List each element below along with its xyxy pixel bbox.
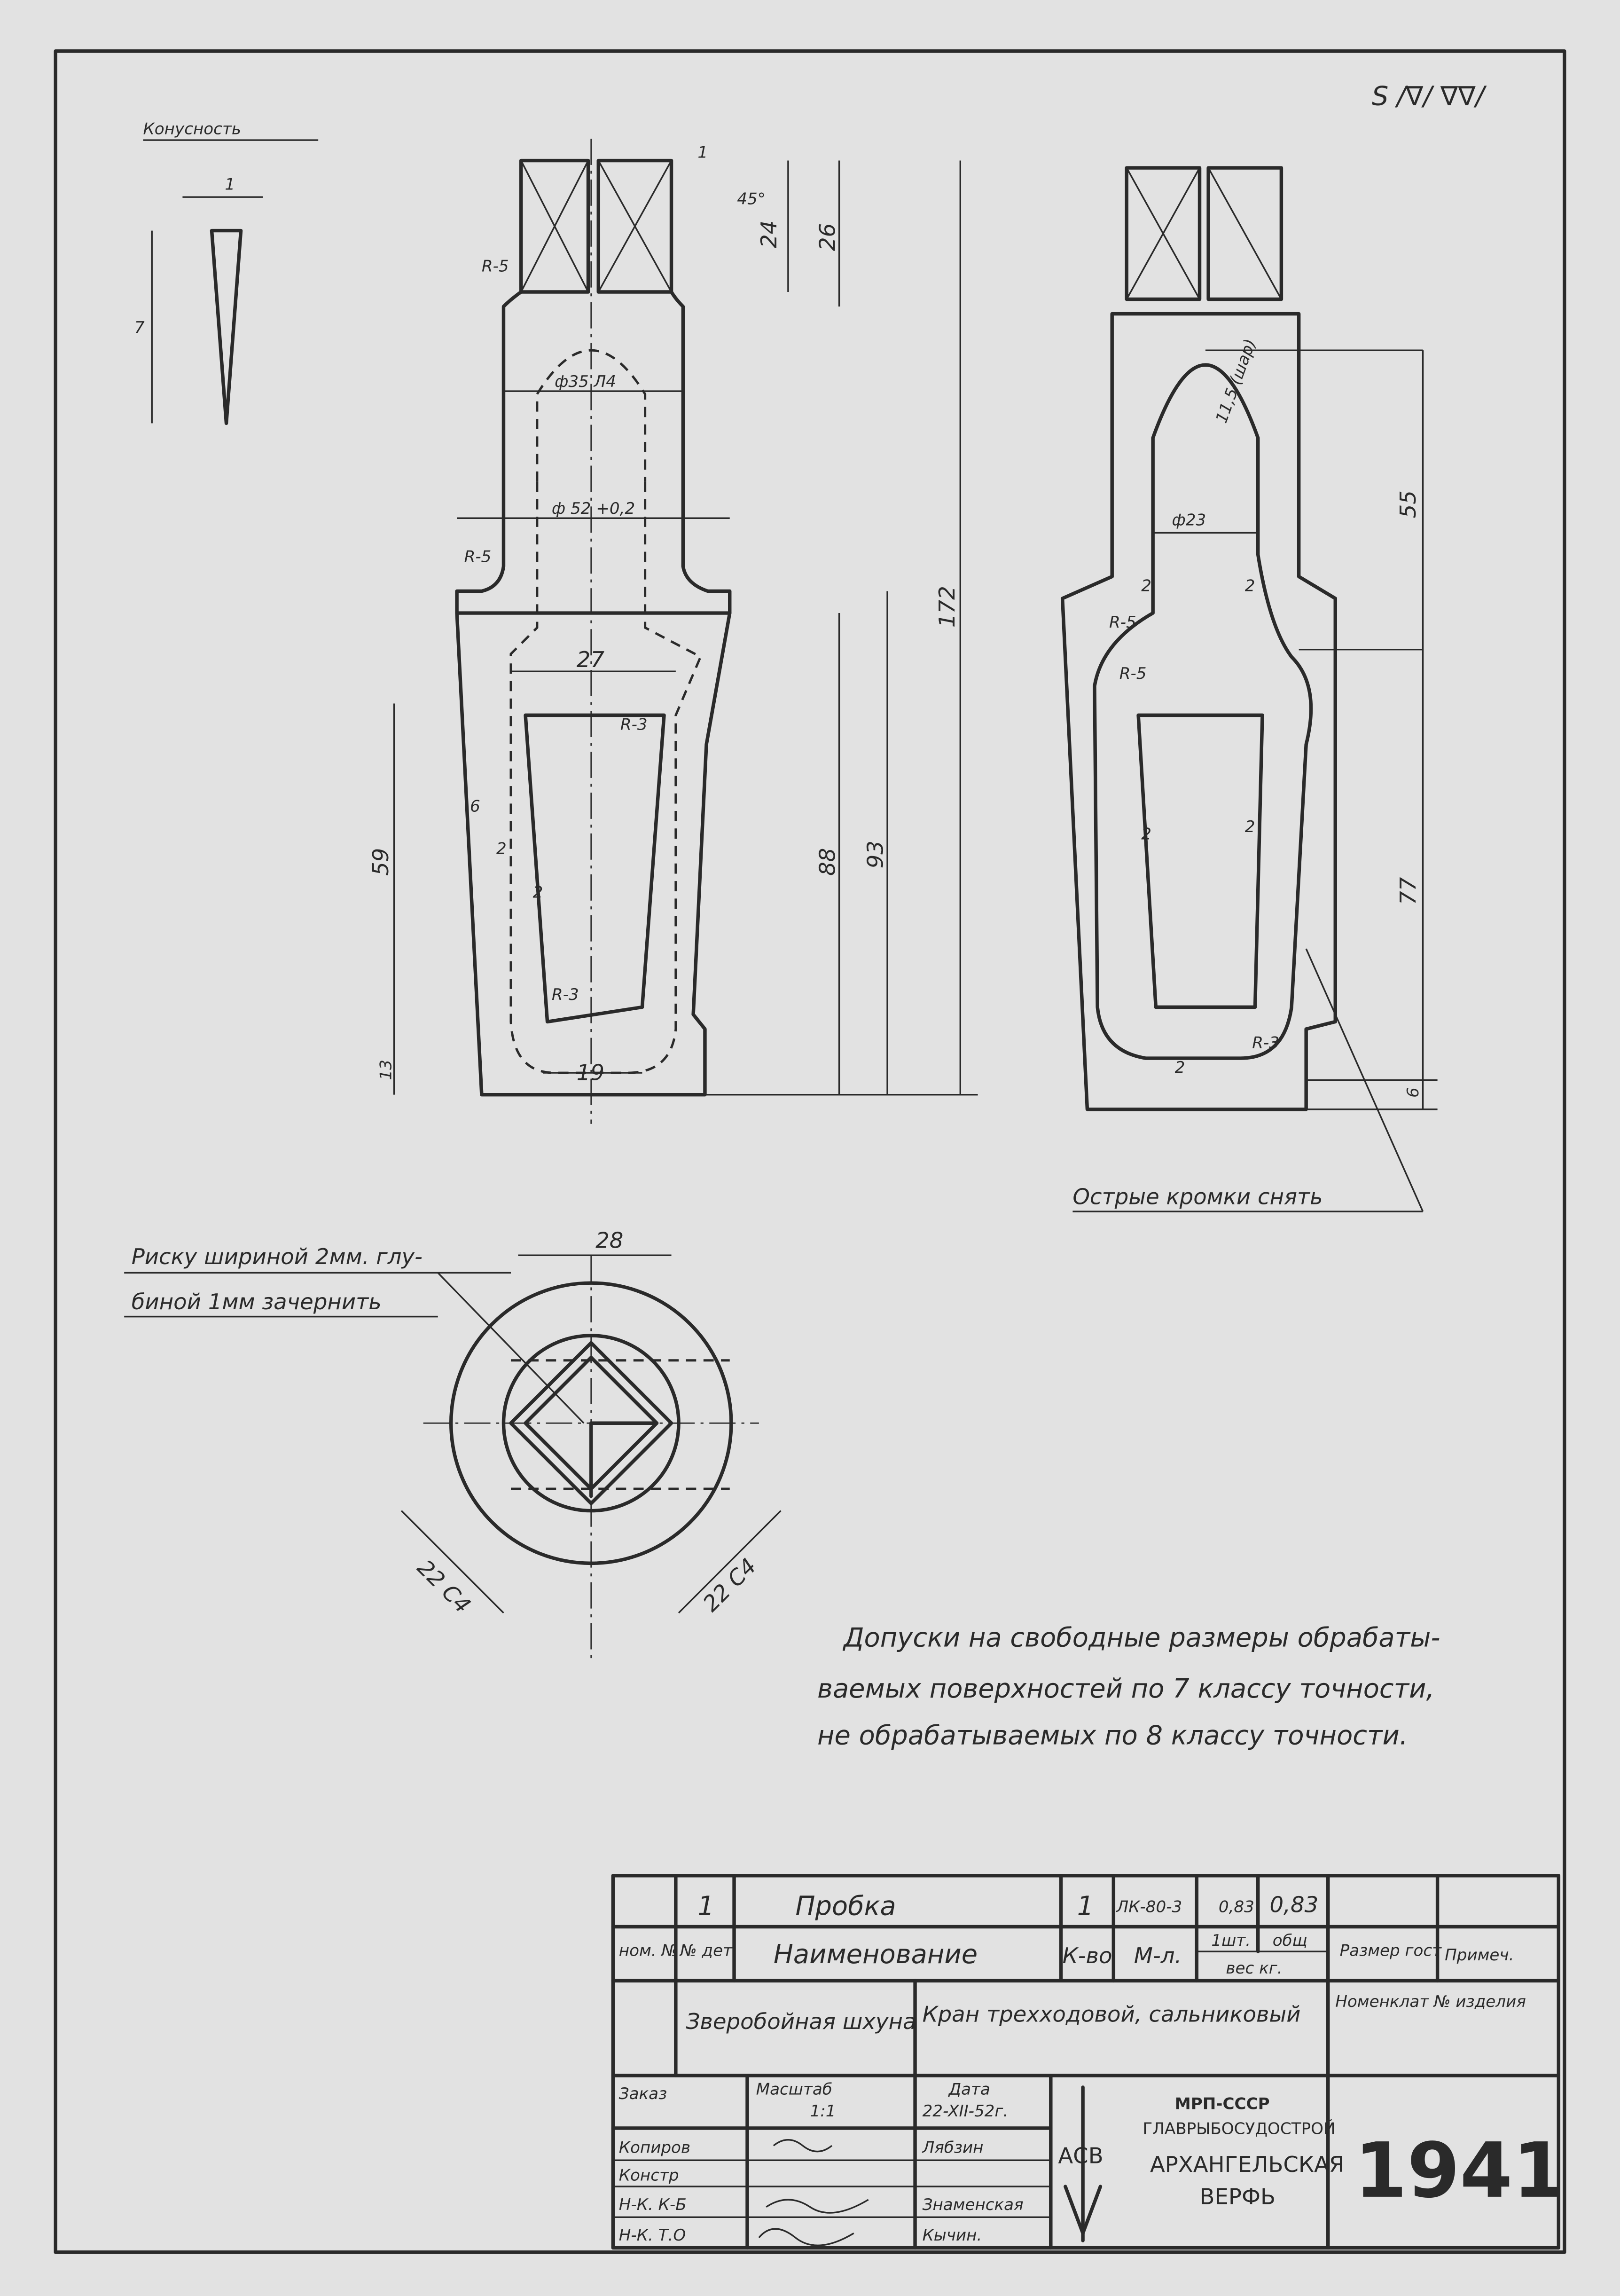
dim-wall-2d: 2 — [1245, 576, 1255, 595]
norm-control-kb-label: Н-К. К-Б — [619, 2195, 687, 2214]
dim-172: 172 — [934, 586, 960, 628]
dim-r3-c: R-3 — [1252, 1033, 1279, 1052]
dim-27: 27 — [577, 647, 605, 672]
dim-6: 6 — [470, 797, 480, 816]
front-view: 1 45° 24 26 172 ф35 Л4 ф 52 +0,2 R-5 R-5… — [368, 138, 978, 1124]
logo-letters: АСВ — [1058, 2143, 1103, 2168]
dim-d52: ф 52 +0,2 — [552, 499, 635, 518]
tolerance-line-2: ваемых поверхностей по 7 классу точности… — [817, 1674, 1434, 1704]
dim-28: 28 — [595, 1228, 623, 1253]
dim-r5-a: R-5 — [1109, 613, 1136, 632]
dim-wall-2b: 2 — [533, 883, 543, 902]
header-qty: К-во — [1063, 1943, 1112, 1968]
tolerance-line-3: не обрабатываемых по 8 классу точности. — [817, 1720, 1408, 1751]
dim-88: 88 — [814, 848, 840, 876]
part-name: Пробка — [795, 1891, 896, 1922]
order-label: Заказ — [619, 2084, 667, 2103]
section-view: 11,5 (шар) 55 ф23 2 2 R-5 R-5 2 2 77 6 R… — [1060, 166, 1438, 1212]
groove-note-line2: биной 1мм зачернить — [132, 1289, 382, 1314]
material: ЛК-80-3 — [1116, 1897, 1182, 1916]
assembly-name: Кран трехходовой, сальниковый — [923, 2001, 1301, 2027]
top-view: Риску шириной 2мм. глу- биной 1мм зачерн… — [124, 1228, 782, 1664]
dim-wall-2c: 2 — [1141, 576, 1151, 595]
dim-r5-b: R-5 — [1119, 664, 1147, 683]
dim-wall-2a: 2 — [496, 839, 507, 858]
item-number: 1 — [697, 1891, 714, 1922]
taper-sketch: Конусность 1 7 — [134, 120, 319, 425]
dim-wall-2g: 2 — [1175, 1058, 1185, 1077]
dim-r3-top: R-3 — [620, 715, 648, 734]
dim-19: 19 — [577, 1060, 604, 1085]
org-shipyard-2: ВЕРФЬ — [1200, 2184, 1276, 2209]
header-detail-no: № дет. — [679, 1942, 737, 1960]
dim-d23: ф23 — [1172, 511, 1206, 530]
norm-control-kb-name: Знаменская — [923, 2195, 1024, 2214]
sharp-edges-note: Острые кромки снять — [1072, 1184, 1323, 1210]
shipyard-logo: АСВ — [1058, 2085, 1103, 2242]
dim-r5-flange: R-5 — [464, 547, 492, 566]
header-name: Наименование — [774, 1939, 978, 1970]
dim-24: 24 — [756, 220, 782, 248]
dim-d35: ф35 Л4 — [555, 372, 616, 391]
dim-13: 13 — [376, 1060, 395, 1080]
org-department: ГЛАВРЫБОСУДОСТРОЙ — [1143, 2119, 1335, 2138]
groove-note-line1: Риску шириной 2мм. глу- — [132, 1244, 423, 1269]
dim-r5-top: R-5 — [482, 257, 509, 276]
tolerance-note: Допуски на свободные размеры обрабаты- в… — [817, 1622, 1440, 1751]
quantity: 1 — [1077, 1891, 1094, 1922]
dim-77: 77 — [1395, 877, 1421, 905]
date-value: 22-XII-52г. — [923, 2102, 1009, 2121]
scale-label: Масштаб — [756, 2080, 832, 2099]
copied-label: Копиров — [619, 2139, 690, 2157]
taper-top-dim: 1 — [225, 175, 235, 194]
copied-by: Лябзин — [922, 2139, 984, 2157]
dim-r3-bottom: R-3 — [552, 985, 579, 1004]
org-ministry: МРП-СССР — [1175, 2095, 1270, 2114]
weight-total: 0,83 — [1270, 1892, 1319, 1917]
title-block: 1 Пробка 1 ЛК-80-3 0,83 0,83 ном. № № де… — [611, 1874, 1565, 2250]
dim-22c4-left: 22 C4 — [412, 1555, 475, 1618]
dim-55: 55 — [1395, 490, 1421, 518]
drawing-number: 1941 — [1354, 2127, 1565, 2215]
norm-control-to-name: Кычин. — [923, 2226, 982, 2245]
dim-1: 1 — [697, 143, 708, 162]
dim-6b: 6 — [1404, 1087, 1423, 1098]
dim-59: 59 — [368, 848, 393, 876]
nomenclature-label: Номенклат № изделия — [1335, 1992, 1526, 2011]
header-material: М-л. — [1134, 1943, 1182, 1968]
norm-control-to-label: Н-К. Т.О — [619, 2226, 686, 2245]
dim-wall-2e: 2 — [1141, 825, 1151, 843]
dim-wall-2f: 2 — [1245, 818, 1255, 836]
header-position: ном. № — [619, 1942, 678, 1960]
dim-45deg: 45° — [737, 190, 766, 209]
header-weight-total: общ — [1273, 1931, 1307, 1950]
header-size-gost: Размер гост — [1340, 1942, 1442, 1960]
roughness-symbol: S /∇/ ∇∇/ — [1372, 81, 1487, 112]
date-label: Дата — [947, 2080, 990, 2099]
designer-label: Констр — [619, 2166, 679, 2185]
header-weight: вес кг. — [1226, 1959, 1282, 1978]
dim-26: 26 — [814, 223, 840, 251]
header-weight-each: 1шт. — [1211, 1931, 1251, 1950]
signatures — [758, 2139, 869, 2247]
weight-each: 0,83 — [1219, 1897, 1254, 1916]
header-notes: Примеч. — [1445, 1946, 1514, 1965]
dim-93: 93 — [863, 841, 888, 868]
tolerance-line-1: Допуски на свободные размеры обрабаты- — [842, 1622, 1440, 1653]
taper-label: Конусность — [143, 120, 241, 139]
drawing-frame — [54, 49, 1566, 2254]
org-shipyard-1: АРХАНГЕЛЬСКАЯ — [1150, 2152, 1344, 2177]
taper-side-dim: 7 — [134, 318, 145, 337]
vessel-name: Зверобойная шхуна — [686, 2009, 916, 2034]
scale-value: 1:1 — [810, 2102, 836, 2121]
